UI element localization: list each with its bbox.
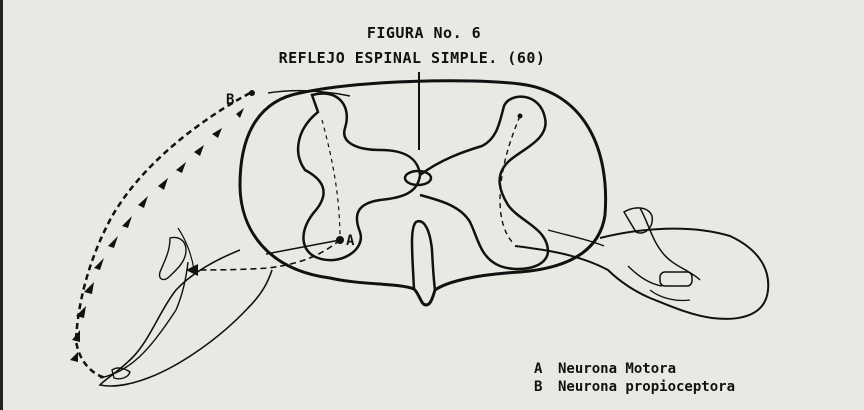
sensory-arrowheads (70, 108, 244, 362)
neuron-b-soma (249, 90, 255, 96)
legend-key: B (534, 378, 558, 396)
right-muscle-line (640, 208, 700, 280)
label-b: B (226, 92, 234, 108)
left-limb-outline (100, 250, 272, 386)
legend-text: Neurona propioceptora (558, 379, 735, 395)
right-muscle-base (650, 290, 690, 301)
label-a: A (346, 233, 355, 249)
right-tendon (628, 266, 662, 286)
left-internal-connection (322, 120, 340, 240)
spinal-cord-outline (240, 81, 606, 305)
left-muscle-line (100, 262, 188, 378)
right-limb-outline (515, 229, 768, 319)
anterior-fissure (412, 221, 435, 290)
left-receptor (160, 238, 186, 280)
internal-connection (500, 116, 520, 244)
right-receptor (624, 208, 652, 233)
sensory-nerve-arc (76, 93, 250, 378)
right-effector (660, 272, 692, 286)
legend-key: A (534, 360, 558, 378)
legend-text: Neurona Motora (558, 361, 676, 377)
gray-matter-right (420, 97, 548, 269)
dorsal-root-line (268, 91, 350, 96)
gray-matter-left (298, 93, 420, 260)
